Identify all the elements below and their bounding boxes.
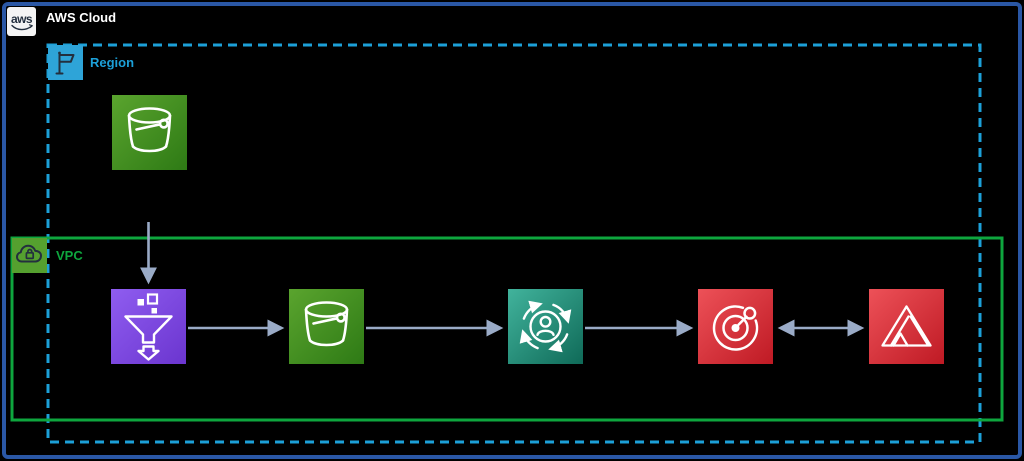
pinpoint-target-icon bbox=[712, 305, 759, 351]
aws-logo-text: aws bbox=[11, 12, 32, 26]
amplify-triangle-icon bbox=[881, 305, 932, 347]
vpc-border bbox=[10, 236, 1004, 422]
region-label: Region bbox=[90, 55, 135, 70]
region-border bbox=[46, 43, 982, 444]
region-flag-icon bbox=[48, 45, 83, 80]
s3-bucket-icon bbox=[304, 301, 349, 347]
personalize-node[interactable] bbox=[508, 289, 583, 364]
vpc-label: VPC bbox=[56, 248, 83, 263]
aws-logo-icon: aws bbox=[7, 7, 36, 36]
aws-smile-icon bbox=[10, 24, 33, 31]
s3-bucket-icon bbox=[127, 107, 172, 153]
personalize-person-cycle-icon bbox=[519, 300, 572, 353]
s3-bucket-source-node[interactable] bbox=[112, 95, 187, 170]
kinesis-data-firehose-funnel-icon bbox=[124, 293, 173, 361]
vpc-cloud-lock-icon bbox=[12, 238, 47, 273]
kinesis-data-firehose-node[interactable] bbox=[111, 289, 186, 364]
pinpoint-node[interactable] bbox=[698, 289, 773, 364]
amplify-node[interactable] bbox=[869, 289, 944, 364]
s3-bucket-node[interactable] bbox=[289, 289, 364, 364]
aws-cloud-label: AWS Cloud bbox=[46, 10, 117, 25]
